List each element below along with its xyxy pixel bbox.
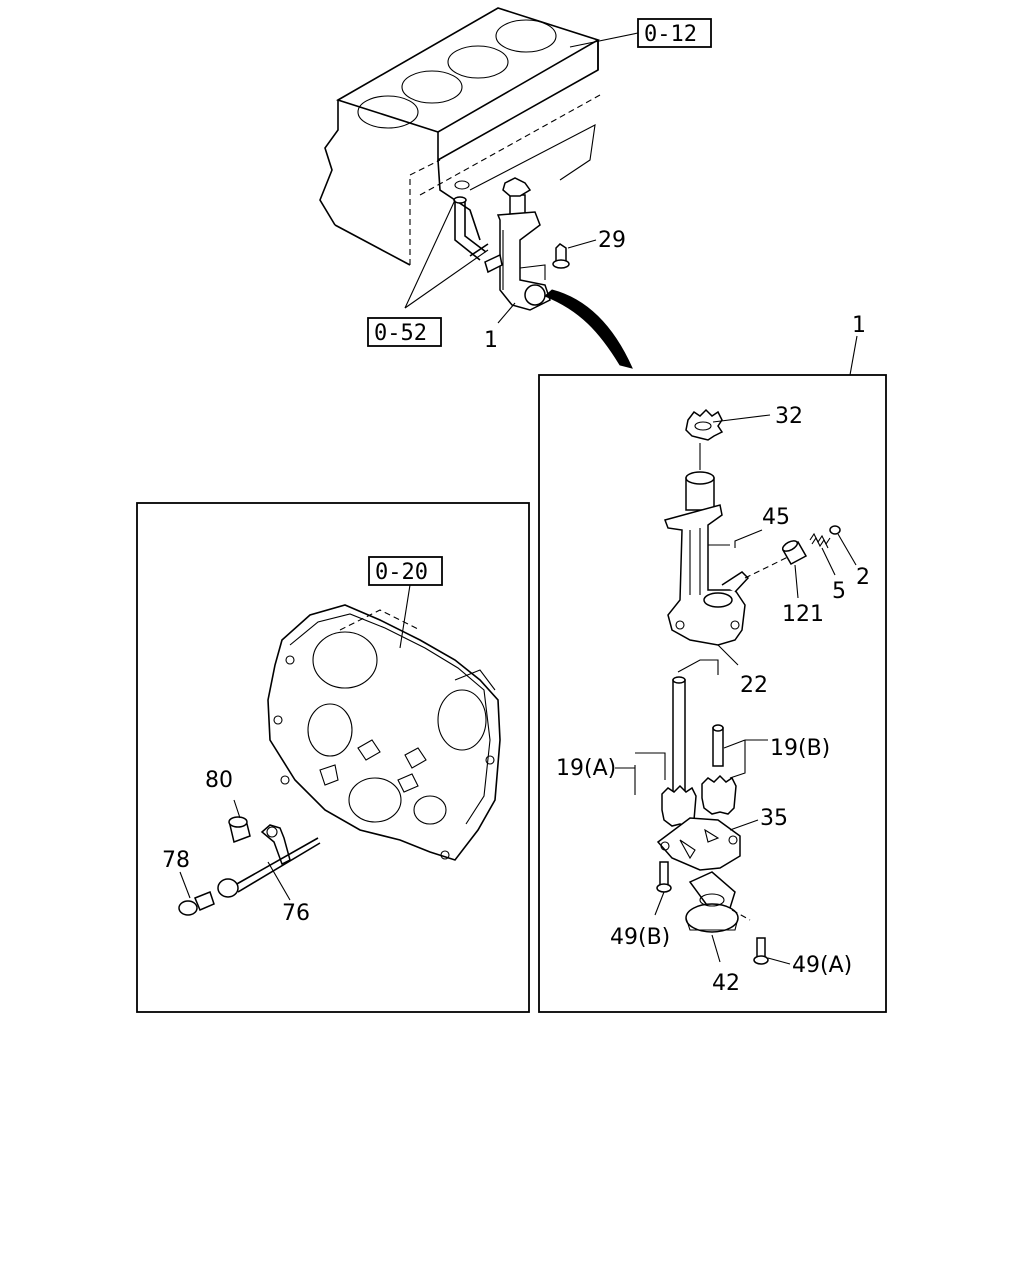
- engine-block-illustration: [319, 7, 601, 266]
- label-part-49a: 49(A): [792, 953, 852, 978]
- label-part-1-box: 1: [852, 313, 866, 338]
- label-part-1-top: 1: [484, 328, 498, 353]
- label-part-29: 29: [598, 228, 626, 253]
- label-part-42: 42: [712, 971, 740, 996]
- label-part-35: 35: [760, 806, 788, 831]
- label-part-22: 22: [740, 673, 768, 698]
- ring-2-illustration: [829, 525, 841, 535]
- shaft-gear-19b-illustration: [701, 724, 737, 815]
- label-part-80: 80: [205, 768, 233, 793]
- ref-box-0-20: [368, 556, 443, 586]
- label-part-19a: 19(A): [556, 756, 616, 781]
- bolt-78-illustration: [178, 891, 215, 916]
- label-part-76: 76: [282, 901, 310, 926]
- ref-box-0-12: [637, 18, 712, 48]
- oil-pump-small-illustration: [484, 177, 551, 311]
- bolt-49b-illustration: [656, 861, 672, 893]
- cover-35-illustration: [656, 817, 741, 871]
- label-part-45: 45: [762, 505, 790, 530]
- sleeve-121-illustration: [781, 540, 808, 566]
- label-part-5: 5: [832, 579, 846, 604]
- oil-pipe: [453, 196, 489, 261]
- spring-5-illustration: [809, 532, 831, 549]
- detail-arrow: [544, 289, 633, 369]
- shaft-gear-19a-illustration: [661, 676, 697, 827]
- timing-case-detail-frame: [136, 502, 530, 1013]
- gauge-guide-76-illustration: [217, 824, 321, 898]
- label-part-121: 121: [782, 602, 824, 627]
- gear-32-illustration: [685, 408, 724, 441]
- ref-0-12: 0-12: [644, 22, 697, 47]
- ref-box-0-52: [367, 317, 442, 347]
- label-part-32: 32: [775, 404, 803, 429]
- oil-pump-detail-frame: [538, 374, 887, 1013]
- ref-0-20: 0-20: [375, 560, 428, 585]
- label-part-2: 2: [856, 565, 870, 590]
- bolt-49a-illustration: [753, 937, 769, 965]
- strainer-42-illustration: [685, 871, 739, 933]
- bolt-29-illustration: [552, 243, 570, 269]
- pump-housing-22-illustration: [664, 471, 750, 646]
- ref-0-52: 0-52: [374, 321, 427, 346]
- timing-case-illustration: [267, 604, 501, 861]
- label-part-49b: 49(B): [610, 925, 670, 950]
- label-part-19b: 19(B): [770, 736, 830, 761]
- label-part-78: 78: [162, 848, 190, 873]
- plug-80-illustration: [228, 816, 251, 844]
